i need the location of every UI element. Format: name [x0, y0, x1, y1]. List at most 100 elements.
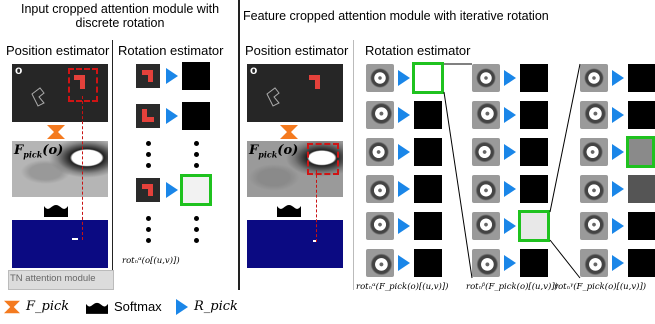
rotation-output	[628, 212, 655, 240]
softmax-icon	[44, 205, 68, 217]
rpick-arrow	[398, 70, 410, 86]
rotation-output	[414, 212, 442, 240]
ellipsis-dot	[194, 152, 199, 157]
rpick-arrow-1	[166, 108, 178, 124]
feature-thumb	[580, 212, 608, 240]
legend-softmax-label: Softmax	[114, 299, 162, 314]
rpick-arrow	[504, 255, 516, 271]
rotation-output	[628, 64, 655, 92]
rpick-arrow	[612, 255, 624, 271]
rotation-output	[414, 249, 442, 277]
rpick-arrow	[398, 181, 410, 197]
left-section-title: Input cropped attention module with disc…	[20, 2, 220, 30]
left-subdivider	[112, 40, 113, 290]
rotation-output	[520, 138, 548, 166]
legend-rpick-icon	[176, 299, 188, 315]
ellipsis-dot	[146, 141, 151, 146]
rotation-input-selected	[136, 178, 160, 202]
feature-thumb	[472, 101, 500, 129]
legend-fpick-icon	[4, 300, 20, 314]
heatmap-peak	[72, 238, 78, 240]
rotation-output	[520, 249, 548, 277]
legend-fpick-label: F_pick	[26, 299, 70, 314]
feature-thumb	[472, 249, 500, 277]
crop-region-box	[68, 68, 98, 102]
rpick-arrow	[398, 107, 410, 123]
right-subdivider	[353, 40, 354, 290]
feature-crop-box	[307, 143, 339, 175]
position-link-line-right	[316, 170, 317, 242]
feature-thumb	[472, 138, 500, 166]
feature-thumb	[580, 175, 608, 203]
ellipsis-dot	[146, 227, 151, 232]
right-rotation-label: Rotation estimator	[365, 43, 471, 58]
ellipsis-dot	[194, 163, 199, 168]
rotation-output	[414, 101, 442, 129]
rpick-arrow	[398, 218, 410, 234]
rotation-output-0	[182, 62, 210, 90]
rotation-output	[520, 101, 548, 129]
outline-shape	[31, 87, 45, 107]
ellipsis-dot	[194, 141, 199, 146]
rotation-output	[414, 138, 442, 166]
rpick-arrow	[504, 181, 516, 197]
red-object-shape	[74, 75, 85, 89]
rpick-arrow	[612, 181, 624, 197]
feature-map: Fpick(o)	[12, 141, 108, 197]
rotation-output	[414, 175, 442, 203]
fpick-map-label: Fpick(o)	[14, 143, 64, 160]
rot-column-gamma	[580, 64, 655, 278]
tn-label-box	[8, 270, 114, 290]
rotation-output-selected	[518, 210, 550, 242]
section-divider	[238, 0, 240, 290]
fpick-icon	[47, 125, 65, 139]
feature-thumb	[472, 212, 500, 240]
fpick-icon-right	[280, 125, 298, 139]
rot-column-beta	[472, 64, 552, 278]
rpick-arrow	[504, 144, 516, 160]
feature-map-right: Fpick(o)	[247, 141, 343, 197]
rotation-output-selected	[626, 136, 655, 168]
rpick-arrow-0	[166, 68, 178, 84]
ellipsis-dot	[194, 227, 199, 232]
feature-thumb	[366, 101, 394, 129]
feature-thumb	[366, 212, 394, 240]
feature-thumb	[366, 249, 394, 277]
observation-image-right: o	[247, 63, 343, 122]
rotation-output	[628, 101, 655, 129]
feature-thumb	[366, 138, 394, 166]
legend-softmax-icon	[86, 302, 108, 314]
feature-thumb	[472, 175, 500, 203]
rpick-arrow	[504, 70, 516, 86]
attention-heatmap-right	[247, 220, 343, 268]
right-position-label: Position estimator	[245, 43, 349, 58]
ellipsis-dot	[194, 216, 199, 221]
feature-thumb	[366, 64, 394, 92]
left-position-label: Position estimator	[6, 43, 110, 58]
feature-thumb	[580, 138, 608, 166]
ellipsis-dot	[146, 152, 151, 157]
right-section-title: Feature cropped attention module with it…	[243, 9, 549, 23]
feature-thumb	[580, 249, 608, 277]
observation-label-right: o	[250, 63, 258, 77]
rot-gamma-feature-label: rotₙᵞ(F_pick(o)[(u,v)])	[554, 282, 647, 292]
rpick-arrow	[398, 144, 410, 160]
rotation-output	[520, 64, 548, 92]
rotation-input-0	[136, 64, 160, 88]
rpick-arrow	[612, 144, 624, 160]
left-rotation-label: Rotation estimator	[118, 43, 224, 58]
ellipsis-dot	[146, 216, 151, 221]
rpick-arrow	[612, 107, 624, 123]
outline-shape-right	[266, 87, 280, 107]
rotation-output	[520, 175, 548, 203]
fpick-map-label-right: Fpick(o)	[249, 143, 299, 160]
tn-attention-label: TN attention module	[10, 273, 96, 284]
rot-beta-feature-label: rotₙᵝ(F_pick(o)[(u,v)])	[466, 282, 558, 292]
ellipsis-dot	[146, 163, 151, 168]
rotation-input-1	[136, 104, 160, 128]
attention-heatmap	[12, 220, 108, 268]
ellipsis-dot	[146, 238, 151, 243]
legend-rpick-label: R_pick	[194, 299, 238, 314]
rotation-output-1	[182, 102, 210, 130]
